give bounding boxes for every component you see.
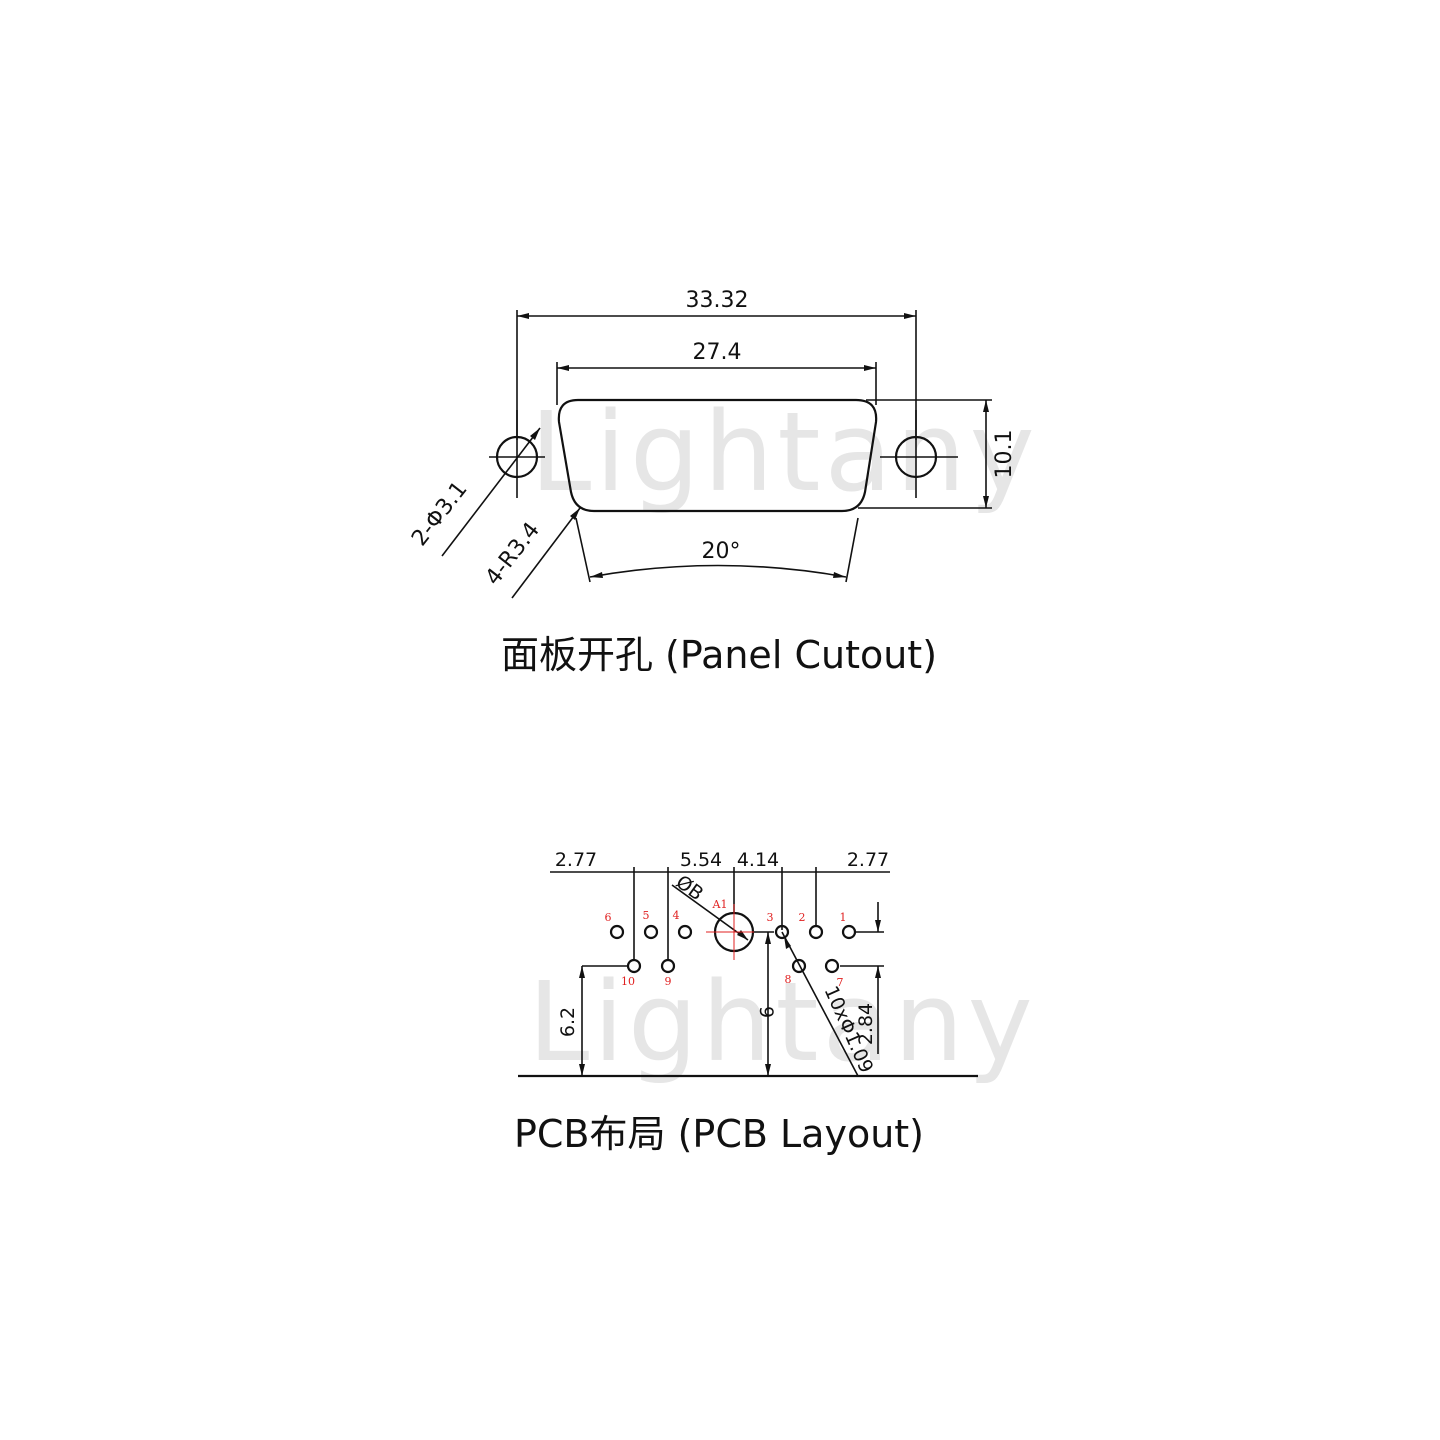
pin-label-1: 1 bbox=[840, 911, 847, 924]
dim-cutout-width: 27.4 bbox=[693, 340, 742, 365]
pin-hole-8 bbox=[791, 958, 807, 974]
pin-label-6: 6 bbox=[605, 911, 612, 924]
pin-hole-6 bbox=[609, 924, 625, 940]
dim-phi-b: ØB bbox=[672, 871, 708, 905]
pin-hole-9 bbox=[660, 958, 676, 974]
dim-angle: 20° bbox=[702, 539, 741, 564]
dim-mid-left: 5.54 bbox=[680, 849, 722, 871]
pin-hole-1 bbox=[841, 924, 857, 940]
dim-height: 10.1 bbox=[992, 430, 1017, 479]
watermark-top: Lightany bbox=[530, 388, 1039, 516]
pin-label-4: 4 bbox=[673, 909, 680, 922]
pin-hole-2 bbox=[808, 924, 824, 940]
panel-cutout-caption: 面板开孔 (Panel Cutout) bbox=[501, 633, 937, 677]
pin-label-10: 10 bbox=[621, 975, 635, 988]
dim-left: 2.77 bbox=[555, 849, 597, 871]
pin-hole-4 bbox=[677, 924, 693, 940]
pin-hole-7 bbox=[824, 958, 840, 974]
dim-height-left: 6.2 bbox=[557, 1007, 579, 1037]
pin-label-7: 7 bbox=[837, 976, 844, 989]
dim-mid-right: 4.14 bbox=[737, 849, 779, 871]
pin-hole-3 bbox=[774, 924, 790, 940]
pin-label-2: 2 bbox=[799, 911, 806, 924]
pcb-layout-caption: PCB布局 (PCB Layout) bbox=[514, 1112, 924, 1156]
dim-row-spacing: 2.84 bbox=[855, 1003, 877, 1045]
dim-height-center: 9 bbox=[755, 1006, 777, 1018]
d-sub-cutout-outline bbox=[557, 398, 878, 513]
dim-radius: 4-R3.4 bbox=[481, 518, 545, 590]
dim-overall-width: 33.32 bbox=[686, 288, 749, 313]
watermark-bottom: Lightany bbox=[528, 958, 1037, 1086]
pin-hole-5 bbox=[643, 924, 659, 940]
pin-label-8: 8 bbox=[785, 973, 792, 986]
dim-hole: 2-Φ3.1 bbox=[407, 477, 472, 551]
pin-label-9: 9 bbox=[665, 975, 672, 988]
a1-label: A1 bbox=[712, 898, 728, 911]
pin-label-3: 3 bbox=[767, 911, 774, 924]
pin-label-5: 5 bbox=[643, 909, 650, 922]
dim-right: 2.77 bbox=[847, 849, 889, 871]
